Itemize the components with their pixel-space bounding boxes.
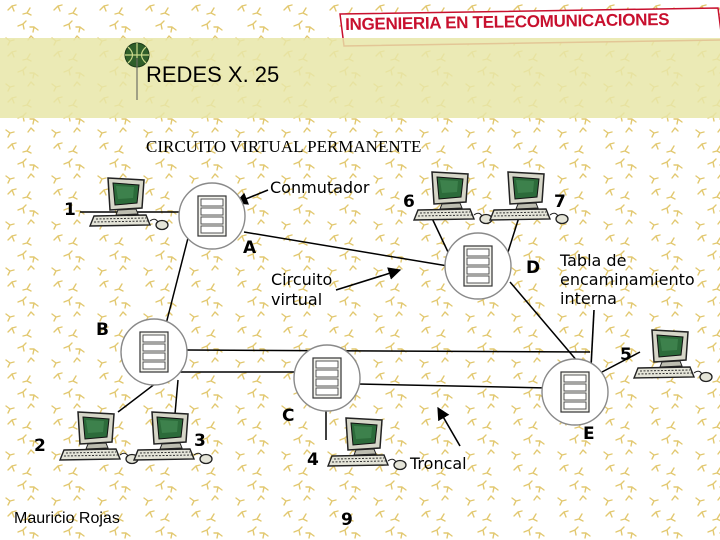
- arrow-circuito: [335, 267, 402, 291]
- link-e-5: [601, 351, 641, 373]
- terminal-label-3: 3: [194, 431, 206, 451]
- label-circuito-line2: virtual: [271, 290, 323, 309]
- footer-author: Mauricio Rojas: [14, 510, 120, 527]
- link-d-e: [509, 281, 579, 363]
- switch-node-e: [541, 358, 609, 426]
- terminal-label-1: 1: [64, 200, 76, 220]
- node-label-b: B: [96, 320, 109, 340]
- label-tabla-line2: encaminamiento: [560, 270, 695, 289]
- slide-subtitle: CIRCUITO VIRTUAL PERMANENTE: [146, 137, 422, 156]
- node-label-c: C: [282, 406, 295, 426]
- banner-box: [339, 7, 720, 47]
- label-circuito-virtual: Circuito virtual: [271, 270, 332, 310]
- terminal-label-7: 7: [554, 192, 566, 212]
- link-a-d: [243, 231, 449, 267]
- node-label-d: D: [526, 258, 541, 278]
- label-tabla-line1: Tabla de: [560, 251, 627, 270]
- terminal-label-5: 5: [620, 345, 632, 365]
- switch-node-b: [120, 318, 188, 386]
- link-a-b: [164, 237, 189, 329]
- switch-node-a: [178, 182, 246, 250]
- globe-icon: [124, 42, 150, 100]
- title-bar: [0, 38, 720, 118]
- label-tabla: Tabla de encaminamiento interna: [560, 251, 695, 308]
- node-label-e: E: [583, 424, 595, 444]
- terminal-label-2: 2: [34, 436, 46, 456]
- label-conmutador: Conmutador: [270, 178, 370, 197]
- link-c-e: [357, 383, 549, 389]
- label-circuito-line1: Circuito: [271, 270, 333, 289]
- link-b-3: [174, 379, 179, 415]
- terminal-label-6: 6: [403, 192, 415, 212]
- switch-node-c: [293, 344, 361, 412]
- link-d-7: [507, 213, 521, 253]
- slide-title: REDES X. 25: [146, 62, 280, 87]
- terminal-label-9: 9: [341, 510, 353, 530]
- switch-node-d: [444, 232, 512, 300]
- arrow-troncal: [437, 406, 461, 447]
- label-tabla-line3: interna: [560, 289, 617, 308]
- label-troncal: Troncal: [410, 454, 467, 473]
- node-label-a: A: [243, 238, 257, 258]
- terminal-label-4: 4: [307, 450, 319, 470]
- link-b-e: [185, 349, 591, 353]
